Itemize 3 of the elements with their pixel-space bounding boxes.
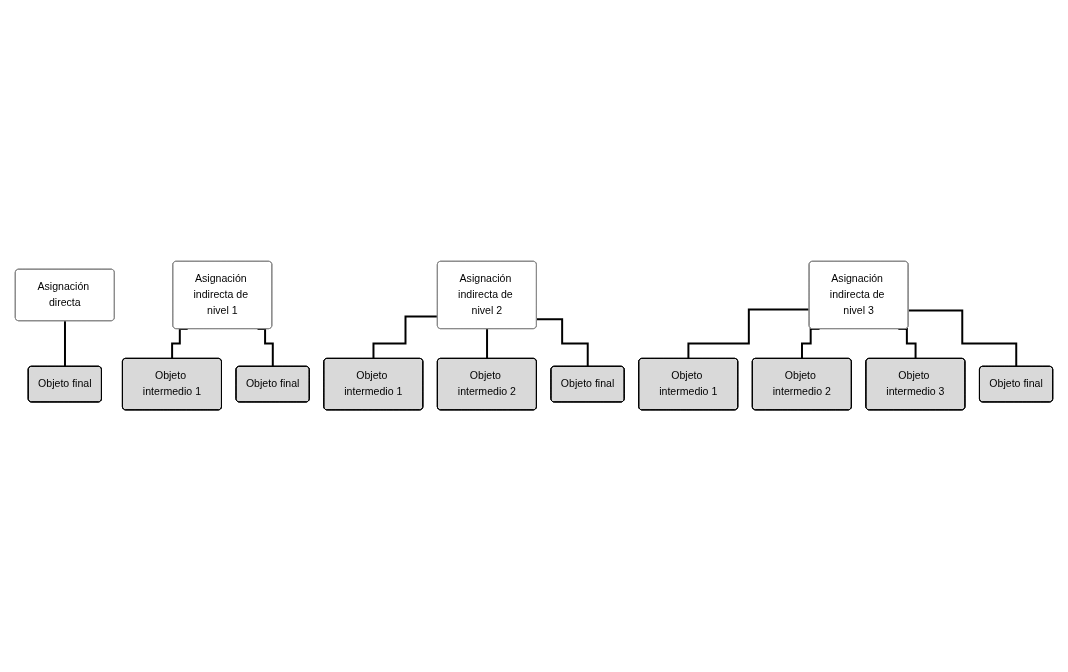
connector	[64, 320, 67, 368]
connector	[907, 310, 1018, 368]
connector	[535, 318, 589, 368]
